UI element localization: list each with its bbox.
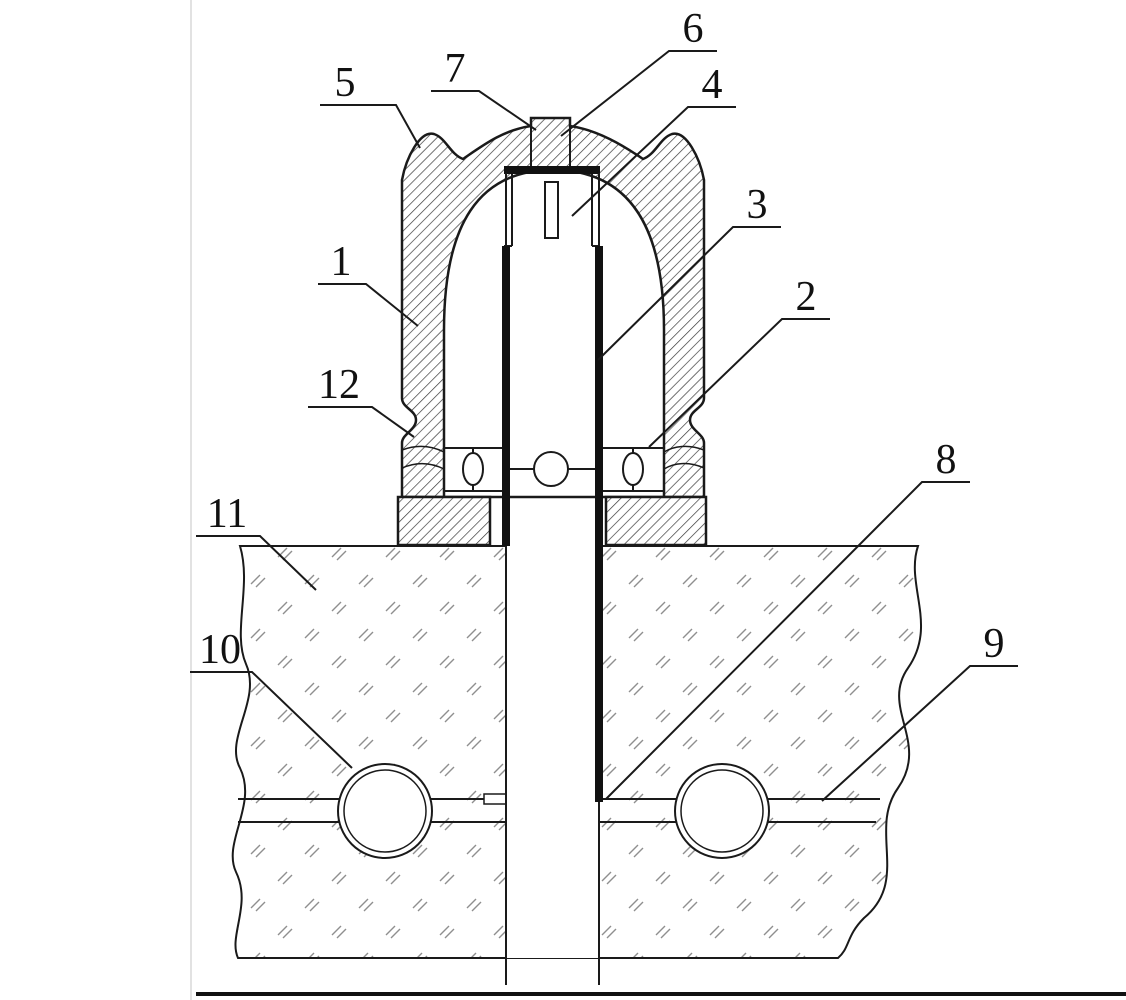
base-groove-rings [401, 445, 705, 470]
part-label-10: 10 [199, 627, 241, 673]
part-label-5: 5 [335, 60, 356, 106]
part-label-4: 4 [702, 62, 723, 108]
tube-wall-thick-left [502, 246, 510, 546]
part-label-11: 11 [207, 491, 247, 537]
callout-part-11: 11 [196, 491, 317, 591]
flange-right [604, 495, 708, 547]
part-label-6: 6 [683, 6, 704, 52]
callout-part-12: 12 [308, 362, 415, 438]
part-label-1: 1 [331, 239, 352, 285]
tube-wall-thick-right [595, 246, 603, 802]
tube-top-seal [504, 166, 600, 174]
callout-part-2: 2 [648, 274, 830, 448]
callout-part-10: 10 [190, 627, 353, 769]
part-label-12: 12 [318, 362, 360, 408]
top-slot [544, 181, 559, 239]
callout-part-4: 4 [571, 62, 736, 217]
callout-part-5: 5 [320, 60, 421, 149]
channel-coupling [483, 793, 507, 805]
left-pipe-circle [337, 763, 433, 859]
callout-part-7: 7 [431, 46, 537, 131]
flange-left [396, 495, 492, 547]
part-label-2: 2 [796, 274, 817, 320]
tube-interior [507, 174, 598, 958]
center-port-circle [533, 451, 569, 487]
callout-part-9: 9 [821, 621, 1018, 802]
right-pin-section [622, 452, 644, 486]
cap-plug [504, 126, 600, 174]
part-label-9: 9 [984, 621, 1005, 667]
base-fittings [444, 447, 664, 492]
center-tube [502, 173, 603, 985]
callout-part-8: 8 [605, 437, 970, 800]
part-label-8: 8 [936, 437, 957, 483]
right-pipe-circle [674, 763, 770, 859]
part-label-7: 7 [445, 46, 466, 92]
part-label-3: 3 [747, 182, 768, 228]
callout-part-6: 6 [560, 6, 717, 137]
callout-part-3: 3 [597, 182, 781, 361]
left-pin-section [462, 452, 484, 486]
bottom-border-line [196, 992, 1126, 996]
callout-part-1: 1 [318, 239, 419, 327]
